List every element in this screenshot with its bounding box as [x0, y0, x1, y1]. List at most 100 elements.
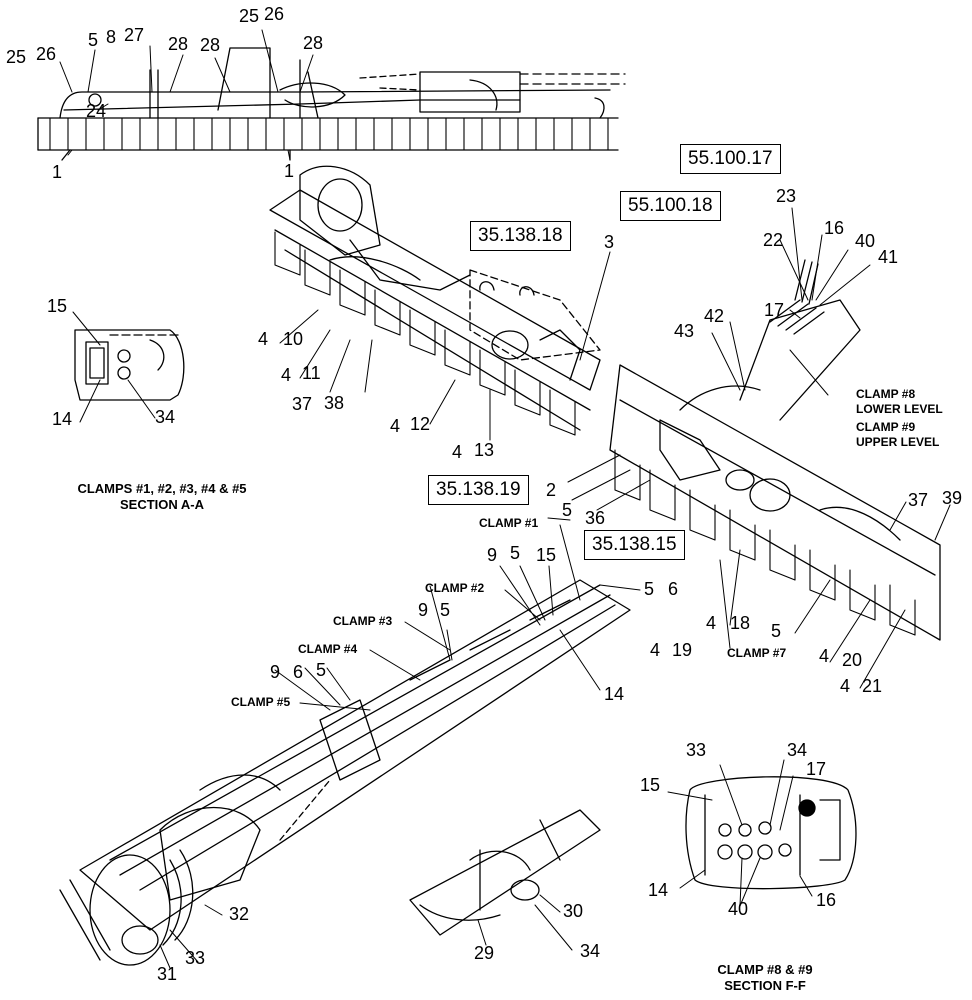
clamp-3-label: CLAMP #3 [333, 614, 393, 628]
callout-4: 4 [706, 613, 717, 633]
callout-4: 4 [650, 640, 661, 660]
callout-28: 28 [168, 34, 189, 54]
callout-6: 6 [668, 579, 679, 599]
clamp-5-label: CLAMP #5 [231, 695, 291, 709]
callout-41: 41 [878, 247, 899, 267]
callout-28: 28 [303, 33, 324, 53]
reference-box-35-138-15[interactable]: 35.138.15 [584, 530, 685, 560]
section-aa-title-line2: SECTION A-A [119, 497, 205, 512]
callout-36: 36 [585, 508, 606, 528]
callout-25: 25 [239, 6, 260, 26]
callout-28: 28 [200, 35, 221, 55]
callout-22: 22 [763, 230, 784, 250]
callout-15: 15 [536, 545, 557, 565]
callout-31: 31 [157, 964, 178, 984]
bottom-middle-view [409, 809, 601, 936]
section-ff-detail [685, 776, 857, 890]
leader-lines [59, 29, 951, 969]
section-aa-title: CLAMPS #1, #2, #3, #4 & #5 SECTION A-A [48, 481, 276, 513]
callout-4: 4 [390, 416, 401, 436]
callout-4: 4 [840, 676, 851, 696]
callout-15: 15 [47, 296, 68, 316]
callout-33: 33 [686, 740, 707, 760]
callout-43: 43 [674, 321, 695, 341]
callout-4: 4 [819, 646, 830, 666]
clamp-7-label: CLAMP #7 [727, 646, 787, 660]
callout-24: 24 [86, 101, 107, 121]
callout-1: 1 [52, 162, 63, 182]
callout-5: 5 [316, 660, 327, 680]
lower-level-label: LOWER LEVEL [856, 402, 943, 416]
callout-27: 27 [124, 25, 145, 45]
clamp-9-label: CLAMP #9 [856, 420, 916, 434]
callout-40: 40 [728, 899, 749, 919]
callout-19: 19 [672, 640, 693, 660]
callout-21: 21 [862, 676, 883, 696]
callout-1: 1 [284, 161, 295, 181]
callout-5: 5 [440, 600, 451, 620]
callout-42: 42 [704, 306, 725, 326]
clamp-4-label: CLAMP #4 [298, 642, 358, 656]
top-side-view [37, 47, 626, 161]
clamp-8-label: CLAMP #8 [856, 387, 916, 401]
callout-32: 32 [229, 904, 250, 924]
callout-37: 37 [292, 394, 313, 414]
callout-5: 5 [510, 543, 521, 563]
callout-38: 38 [324, 393, 345, 413]
callout-5: 5 [88, 30, 99, 50]
section-aa-detail [74, 329, 185, 401]
callout-10: 10 [283, 329, 304, 349]
callout-2: 2 [546, 480, 557, 500]
reference-box-55-100-17[interactable]: 55.100.17 [680, 144, 781, 174]
callout-5: 5 [771, 621, 782, 641]
callout-33: 33 [185, 948, 206, 968]
callout-16: 16 [816, 890, 837, 910]
callout-8: 8 [106, 27, 117, 47]
section-ff-title-line1: CLAMP #8 & #9 [717, 962, 813, 977]
callout-3: 3 [604, 232, 615, 252]
callout-40: 40 [855, 231, 876, 251]
section-ff-title: CLAMP #8 & #9 SECTION F-F [690, 962, 840, 994]
callout-20: 20 [842, 650, 863, 670]
callout-39: 39 [942, 488, 963, 508]
callout-6: 6 [293, 662, 304, 682]
clamp-1-label: CLAMP #1 [479, 516, 539, 530]
section-aa-title-line1: CLAMPS #1, #2, #3, #4 & #5 [77, 481, 247, 496]
callout-17: 17 [764, 300, 785, 320]
callout-9: 9 [270, 662, 281, 682]
callout-18: 18 [730, 613, 751, 633]
callout-23: 23 [776, 186, 797, 206]
callout-16: 16 [824, 218, 845, 238]
reference-box-55-100-18[interactable]: 55.100.18 [620, 191, 721, 221]
reference-box-35-138-18[interactable]: 35.138.18 [470, 221, 571, 251]
section-ff-title-line2: SECTION F-F [724, 978, 806, 993]
callout-13: 13 [474, 440, 495, 460]
callout-14: 14 [648, 880, 669, 900]
callout-29: 29 [474, 943, 495, 963]
callout-34: 34 [580, 941, 601, 961]
callout-26: 26 [264, 4, 285, 24]
reference-box-35-138-19[interactable]: 35.138.19 [428, 475, 529, 505]
callout-4: 4 [258, 329, 269, 349]
upper-level-label: UPPER LEVEL [856, 435, 940, 449]
callout-34: 34 [155, 407, 176, 427]
callout-14: 14 [52, 409, 73, 429]
clamp-2-label: CLAMP #2 [425, 581, 485, 595]
callout-9: 9 [487, 545, 498, 565]
middle-frame-view [269, 165, 601, 436]
callout-30: 30 [563, 901, 584, 921]
callout-5: 5 [644, 579, 655, 599]
callout-14: 14 [604, 684, 625, 704]
callout-11: 11 [302, 363, 321, 383]
callout-37: 37 [908, 490, 929, 510]
callout-34: 34 [787, 740, 808, 760]
callout-4: 4 [281, 365, 292, 385]
callout-4: 4 [452, 442, 463, 462]
callout-5: 5 [562, 500, 573, 520]
callout-17: 17 [806, 759, 827, 779]
callout-15: 15 [640, 775, 661, 795]
callout-26: 26 [36, 44, 57, 64]
callout-12: 12 [410, 414, 431, 434]
callout-9: 9 [418, 600, 429, 620]
